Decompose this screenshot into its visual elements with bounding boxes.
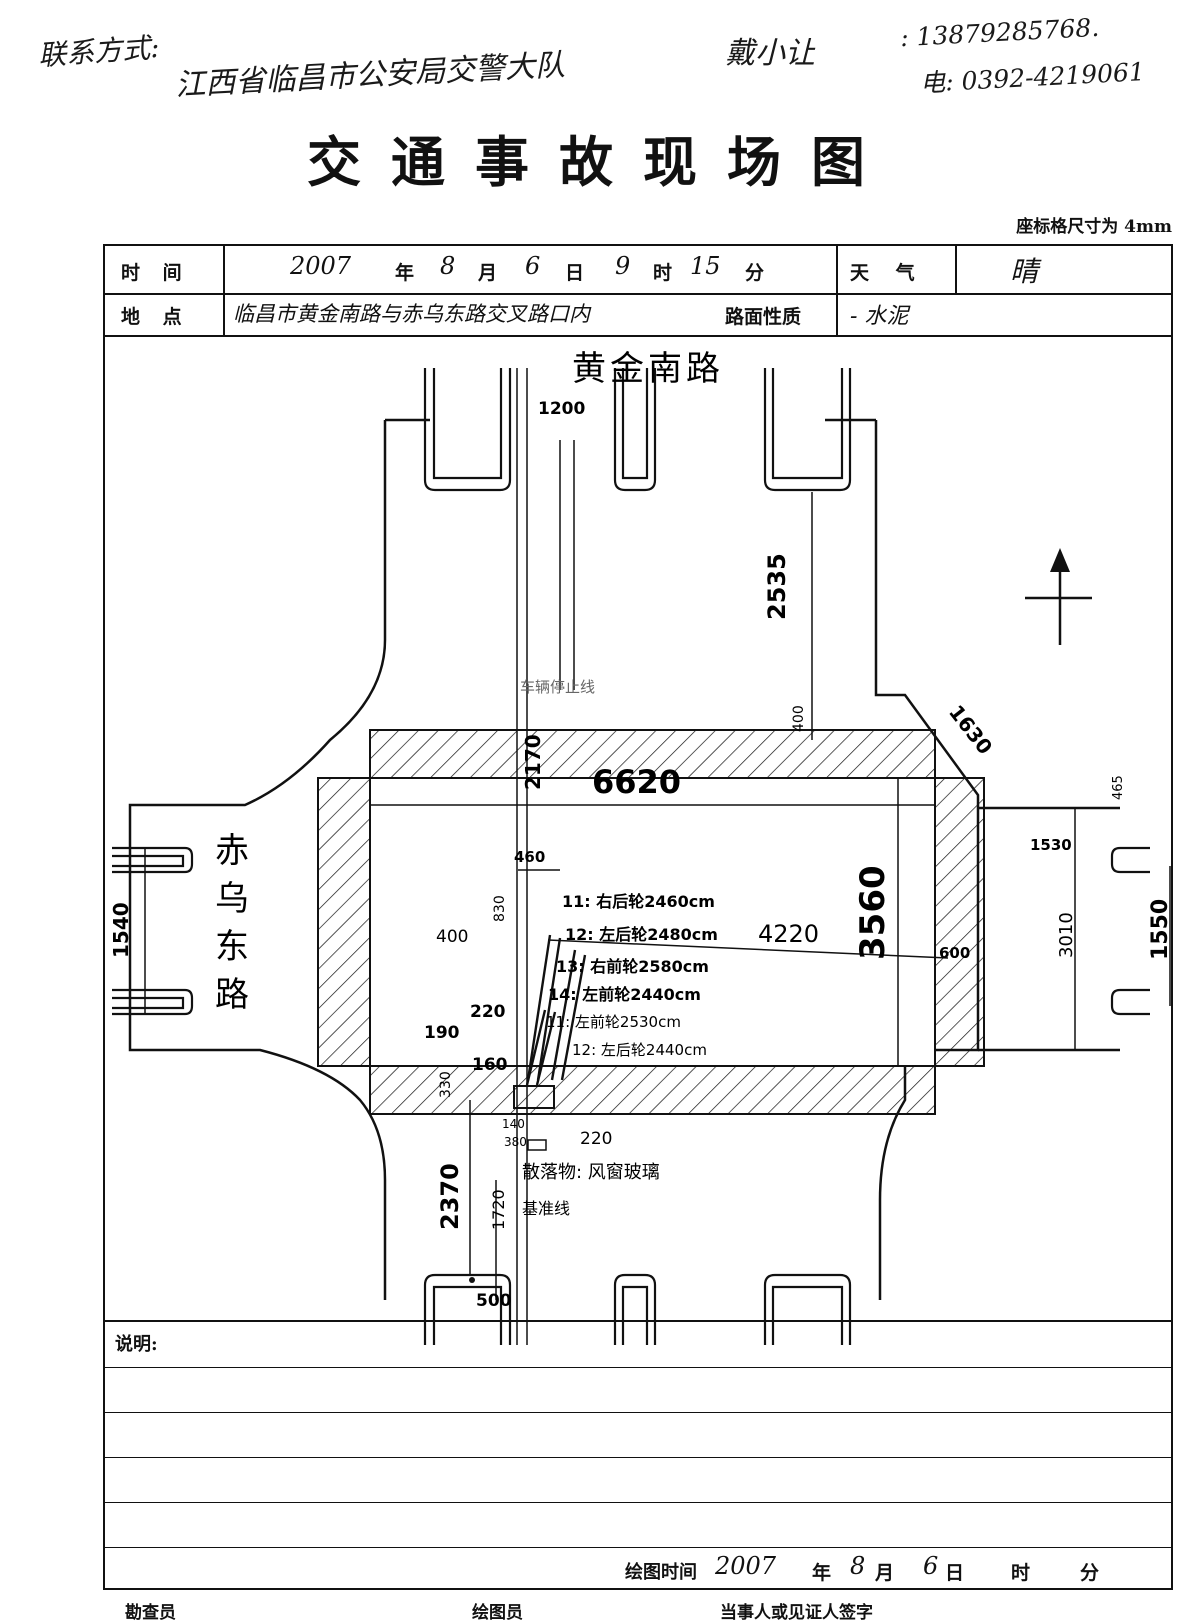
skid-marks bbox=[525, 934, 587, 1086]
place-label: 地 点 bbox=[121, 306, 190, 328]
minute-unit: 分 bbox=[745, 262, 765, 284]
dim-830: 830 bbox=[492, 895, 508, 922]
dim-6620: 6620 bbox=[592, 763, 681, 801]
dim-600: 600 bbox=[939, 944, 970, 962]
place-value: 临昌市黄金南路与赤乌东路交叉路口内 bbox=[233, 302, 590, 326]
dim-2535: 2535 bbox=[763, 553, 791, 620]
dim-1540: 1540 bbox=[109, 902, 133, 958]
baseline-point bbox=[469, 1277, 475, 1283]
intersection-box bbox=[369, 777, 936, 1067]
dim-190: 190 bbox=[424, 1023, 460, 1043]
dim-500: 500 bbox=[476, 1291, 512, 1311]
draw-time-label: 绘图时间 bbox=[625, 1562, 697, 1583]
south-islands bbox=[423, 1273, 852, 1345]
party-signature-label: 当事人或见证人签字 bbox=[720, 1603, 873, 1623]
vehicle-outline bbox=[513, 1085, 555, 1109]
hour-value: 9 bbox=[615, 252, 631, 280]
debris-label: 散落物: 风窗玻璃 bbox=[522, 1162, 660, 1183]
baseline-label: 基准线 bbox=[522, 1199, 570, 1218]
page-title: 交通事故现场图 bbox=[307, 130, 895, 194]
month-value: 8 bbox=[440, 252, 456, 280]
dim-1550: 1550 bbox=[1148, 899, 1173, 960]
east-islands bbox=[1110, 846, 1150, 1016]
weather-value: 晴 bbox=[1010, 255, 1039, 288]
draw-minute-unit: 分 bbox=[1080, 1562, 1100, 1584]
year-unit: 年 bbox=[395, 262, 415, 284]
dim-220-b: 220 bbox=[580, 1129, 612, 1149]
hour-unit: 时 bbox=[653, 262, 673, 284]
mark-label-3: 13: 右前轮2580cm bbox=[556, 957, 709, 976]
minute-value: 15 bbox=[690, 252, 721, 280]
road-west-char-4: 路 bbox=[215, 975, 249, 1015]
dim-3010: 3010 bbox=[1056, 912, 1077, 958]
draw-month-unit: 月 bbox=[875, 1562, 895, 1584]
mark-label-5: 11: 左前轮2530cm bbox=[546, 1013, 681, 1031]
dim-1530: 1530 bbox=[1030, 836, 1072, 854]
road-west-char-1: 赤 bbox=[215, 831, 249, 871]
reference-lines bbox=[144, 368, 1171, 1345]
mark-label-2: 12: 左后轮2480cm bbox=[565, 925, 718, 944]
draw-day-value: 6 bbox=[923, 1552, 939, 1580]
surface-value: - 水泥 bbox=[850, 304, 909, 329]
mark-label-4: 14: 左前轮2440cm bbox=[548, 985, 701, 1004]
day-value: 6 bbox=[525, 252, 541, 280]
dim-465: 465 bbox=[1111, 775, 1126, 800]
weather-label: 天 气 bbox=[850, 262, 925, 284]
dim-4220: 4220 bbox=[758, 920, 819, 948]
day-unit: 日 bbox=[565, 262, 585, 284]
dim-460: 460 bbox=[514, 848, 545, 866]
crosswalk-hatching bbox=[317, 729, 985, 1115]
draw-year-value: 2007 bbox=[715, 1552, 777, 1580]
dim-400-north: 400 bbox=[791, 705, 807, 732]
year-value: 2007 bbox=[290, 252, 352, 280]
dim-160: 160 bbox=[472, 1055, 508, 1075]
dim-140: 140 bbox=[502, 1117, 525, 1131]
dim-3560: 3560 bbox=[853, 865, 893, 960]
road-west-char-2: 乌 bbox=[215, 879, 249, 919]
dim-1630: 1630 bbox=[944, 700, 997, 759]
debris-marker bbox=[527, 1139, 547, 1151]
surface-label: 路面性质 bbox=[725, 306, 802, 328]
scale-note: 座标格尺寸为 4mm bbox=[1016, 217, 1172, 237]
stop-line-label: 车辆停止线 bbox=[520, 678, 595, 696]
month-unit: 月 bbox=[478, 262, 498, 284]
north-arrow-icon bbox=[1025, 548, 1092, 645]
draw-year-unit: 年 bbox=[812, 1562, 832, 1584]
mark-label-1: 11: 右后轮2460cm bbox=[562, 892, 715, 911]
draw-day-unit: 日 bbox=[945, 1562, 965, 1584]
draw-month-value: 8 bbox=[850, 1552, 866, 1580]
road-west-char-3: 东 bbox=[215, 927, 249, 967]
dim-380: 380 bbox=[504, 1135, 527, 1149]
road-north-name: 黄金南路 bbox=[572, 349, 724, 389]
dim-2370: 2370 bbox=[436, 1163, 464, 1230]
draw-hour-unit: 时 bbox=[1011, 1562, 1031, 1584]
accident-form: 时 间 2007 年 8 月 6 日 9 时 15 分 天 气 晴 地 点 临昌… bbox=[103, 244, 1173, 1590]
drafter-label: 绘图员 bbox=[472, 1603, 523, 1623]
dim-400-west: 400 bbox=[436, 927, 468, 947]
notes-label: 说明: bbox=[115, 1334, 158, 1355]
west-islands bbox=[112, 846, 194, 1016]
dim-1720: 1720 bbox=[489, 1189, 508, 1230]
dim-330: 330 bbox=[438, 1071, 454, 1098]
mark-label-6: 12: 左后轮2440cm bbox=[572, 1041, 707, 1059]
north-islands bbox=[423, 368, 852, 492]
dim-1200: 1200 bbox=[538, 399, 585, 419]
investigator-label: 勘查员 bbox=[125, 1603, 176, 1623]
dim-2170: 2170 bbox=[521, 734, 545, 790]
time-label: 时 间 bbox=[121, 262, 190, 284]
dim-220-a: 220 bbox=[470, 1002, 506, 1022]
contact-person: 戴小让 bbox=[725, 36, 815, 71]
